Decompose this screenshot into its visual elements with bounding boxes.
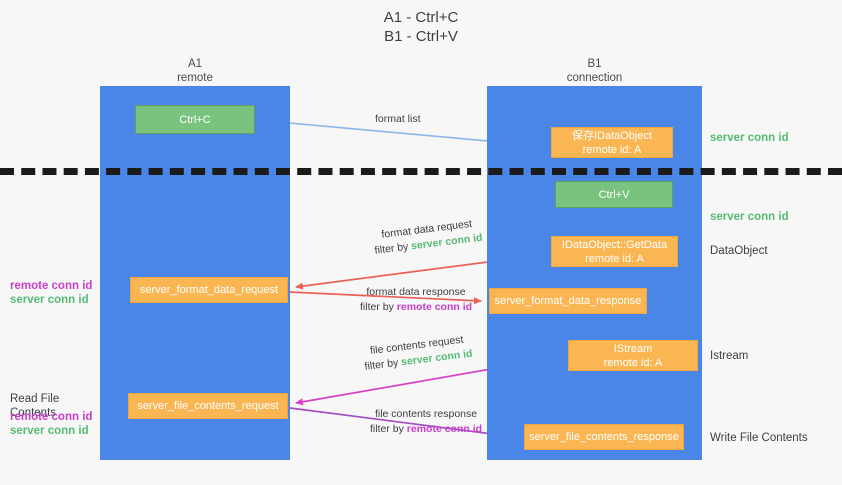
arrow-format-data-response <box>288 291 482 305</box>
node-idataobject-getdata-line1: IDataObject::GetData <box>561 238 668 251</box>
title-line-1: A1 - Ctrl+C <box>383 9 459 26</box>
node-server-format-data-response[interactable]: server_format_data_response <box>489 288 647 314</box>
node-istream[interactable]: IStream remote id: A <box>568 340 698 371</box>
node-server-format-data-request[interactable]: server_format_data_request <box>130 277 288 303</box>
lane-a1-name: A1 <box>187 58 203 70</box>
node-server-format-data-request-label: server_format_data_request <box>139 284 279 296</box>
annotation-remote-conn-id: remote conn id <box>10 411 93 423</box>
filter-prefix: filter by <box>370 423 407 435</box>
lane-a1-subtitle: remote <box>177 72 213 84</box>
node-ctrl-v[interactable]: Ctrl+V <box>555 181 673 208</box>
annotation-read-file-contents: Read File Contents <box>10 393 60 419</box>
edge-label-format-data-response-line1: format data response <box>366 286 466 298</box>
edge-label-file-contents-response-line1: file contents response <box>374 408 478 420</box>
node-save-idataobject-line2: remote id: A <box>582 143 642 156</box>
filter-prefix: filter by <box>373 240 412 257</box>
node-save-idataobject[interactable]: 保存IDataObject remote id: A <box>551 127 673 158</box>
node-server-file-contents-response[interactable]: server_file_contents_response <box>524 424 684 450</box>
annotation-server-conn-id: server conn id <box>10 294 89 306</box>
annotation-server-conn-id-second: server conn id <box>710 211 789 223</box>
edge-label-format-data-response: format data response filter by remote co… <box>360 285 472 315</box>
filter-prefix: filter by <box>360 301 397 313</box>
arrow-file-contents-response <box>289 407 517 440</box>
lane-a1-header: A1 remote <box>100 57 290 85</box>
annotation-istream: Istream <box>710 350 749 362</box>
title-line-2: B1 - Ctrl+V <box>384 28 458 45</box>
annotation-dataobject: DataObject <box>710 245 768 257</box>
node-idataobject-getdata[interactable]: IDataObject::GetData remote id: A <box>551 236 678 267</box>
lane-b1-header: B1 connection <box>487 57 702 85</box>
node-server-file-contents-request[interactable]: server_file_contents_request <box>128 393 288 419</box>
filter-value-remote-conn-id: remote conn id <box>396 301 473 313</box>
edge-label-file-contents-response: file contents response filter by remote … <box>370 407 482 437</box>
edge-label-file-contents-response-filter: filter by remote conn id <box>370 422 482 437</box>
node-ctrl-c[interactable]: Ctrl+C <box>135 105 255 134</box>
node-ctrl-v-label: Ctrl+V <box>598 188 630 201</box>
node-ctrl-c-label: Ctrl+C <box>179 113 211 126</box>
annotation-write-file-contents: Write File Contents <box>710 432 808 444</box>
node-server-file-contents-response-label: server_file_contents_response <box>529 431 679 443</box>
annotation-remote-conn-id: remote conn id <box>10 280 93 292</box>
annotation-server-conn-id-top: server conn id <box>710 132 789 144</box>
node-server-format-data-response-label: server_format_data_response <box>494 295 642 307</box>
annotation-left-conn-ids-top: remote conn id server conn id <box>10 279 100 307</box>
node-idataobject-getdata-line2: remote id: A <box>585 252 644 265</box>
lane-b1-name: B1 <box>587 58 602 70</box>
annotation-server-conn-id: server conn id <box>10 425 89 437</box>
page-title: A1 - Ctrl+C B1 - Ctrl+V <box>0 8 842 46</box>
lane-b1-subtitle: connection <box>566 72 623 84</box>
node-istream-line1: IStream <box>613 342 653 355</box>
filter-prefix: filter by <box>363 356 402 373</box>
annotation-left-conn-ids-bottom: remote conn id server conn id <box>10 410 100 438</box>
machine-boundary-divider <box>0 168 842 175</box>
node-save-idataobject-line1: 保存IDataObject <box>571 129 653 142</box>
edge-label-format-list: format list <box>375 113 421 125</box>
filter-value-remote-conn-id: remote conn id <box>406 423 483 435</box>
node-istream-line2: remote id: A <box>603 356 663 369</box>
node-server-file-contents-request-label: server_file_contents_request <box>137 400 279 412</box>
edge-label-format-data-response-filter: filter by remote conn id <box>360 300 472 315</box>
